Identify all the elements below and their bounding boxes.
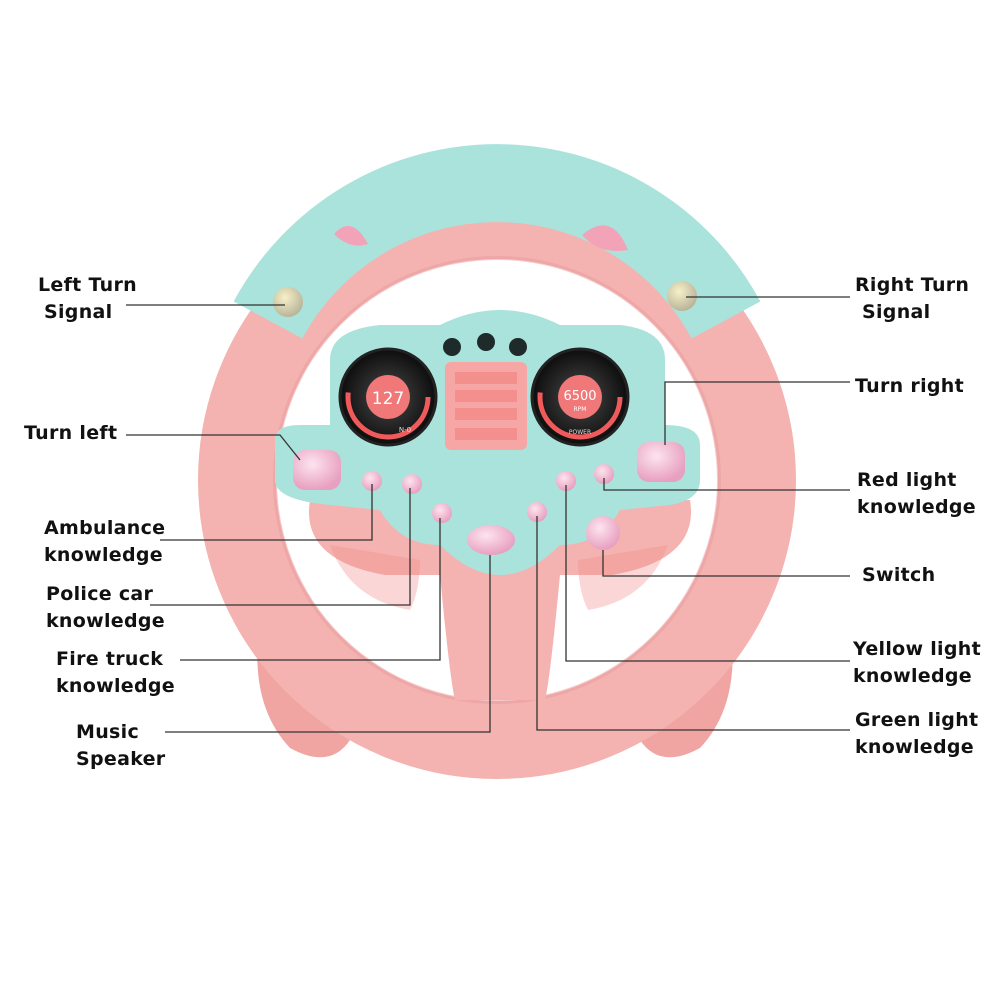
label-green-light-knowledge: Green light knowledge — [855, 709, 979, 758]
turn-left-button[interactable] — [293, 450, 341, 490]
label-fire-truck-knowledge: Fire truck knowledge — [56, 648, 175, 697]
red-light-button[interactable] — [594, 464, 614, 484]
dashboard-lights — [443, 333, 527, 356]
power-text: POWER — [569, 429, 591, 436]
label-red-light-knowledge: Red light knowledge — [857, 469, 976, 518]
police-car-button[interactable] — [402, 474, 422, 494]
green-light-button[interactable] — [527, 502, 547, 522]
wheel-hub — [308, 500, 692, 700]
rpm-gauge: 6500 RPM POWER — [530, 347, 630, 447]
yellow-light-button[interactable] — [556, 471, 576, 491]
leader-lines — [126, 296, 850, 733]
label-left-turn-signal: Left Turn Signal — [38, 274, 137, 323]
switch-button[interactable] — [586, 516, 620, 550]
label-turn-left: Turn left — [24, 422, 118, 444]
rpm-value: 6500 — [563, 389, 596, 404]
fire-truck-button[interactable] — [432, 503, 452, 523]
label-turn-right: Turn right — [855, 375, 965, 397]
center-screen — [445, 362, 527, 450]
speed-gauge: 127 N-0 — [338, 347, 438, 447]
label-ambulance-knowledge: Ambulance knowledge — [44, 517, 166, 566]
ambulance-button[interactable] — [362, 471, 382, 491]
speed-unit: N-0 — [399, 426, 411, 434]
speed-value: 127 — [372, 389, 404, 409]
left-turn-signal-light — [273, 287, 303, 317]
wheel-rim — [198, 144, 796, 779]
label-music-speaker: Music Speaker — [76, 721, 166, 770]
label-switch: Switch — [862, 564, 936, 586]
label-yellow-light-knowledge: Yellow light knowledge — [853, 638, 981, 687]
label-police-car-knowledge: Police car knowledge — [46, 583, 165, 632]
right-turn-signal-light — [667, 281, 697, 311]
label-right-turn-signal: Right Turn Signal — [855, 274, 970, 323]
music-button[interactable] — [467, 525, 515, 555]
rpm-unit: RPM — [574, 406, 587, 413]
turn-right-button[interactable] — [637, 442, 685, 482]
